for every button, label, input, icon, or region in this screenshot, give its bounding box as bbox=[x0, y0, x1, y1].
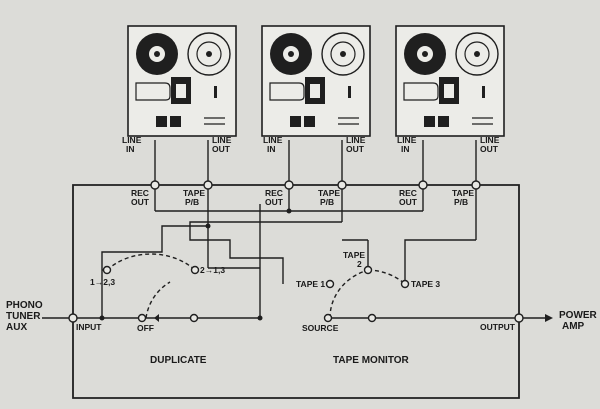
source-label: SOURCE bbox=[302, 323, 339, 333]
tape3-label: TAPE 3 bbox=[411, 279, 440, 289]
duplicate-switch-arc bbox=[106, 253, 196, 322]
tape-monitor-label: TAPE MONITOR bbox=[333, 355, 410, 366]
jacks bbox=[68, 180, 524, 323]
amplifier-frame bbox=[72, 184, 520, 399]
duplicate-label: DUPLICATE bbox=[150, 355, 207, 366]
deck3-tape-pb-jack bbox=[471, 180, 481, 190]
signal-wiring bbox=[42, 140, 553, 322]
dup-1-23-label: 1→2,3 bbox=[90, 277, 115, 287]
tape-deck-1 bbox=[127, 25, 237, 137]
tm-contact-tape3 bbox=[400, 279, 410, 289]
input-jack bbox=[68, 313, 78, 323]
deck2-tape-pb-jack bbox=[337, 180, 347, 190]
tape-deck-3 bbox=[395, 25, 505, 137]
tape-monitor-switch-arc bbox=[329, 269, 406, 319]
sw-contact-mid bbox=[189, 313, 199, 323]
sw-contact-off bbox=[137, 313, 147, 323]
tape1-label: TAPE 1 bbox=[296, 279, 325, 289]
section-labels: DUPLICATE TAPE MONITOR bbox=[150, 355, 410, 366]
tm-contact-mid bbox=[367, 313, 377, 323]
tape-deck-2 bbox=[261, 25, 371, 137]
deck3-rec-out-jack bbox=[418, 180, 428, 190]
tm-contact-tape1 bbox=[325, 279, 335, 289]
deck1-rec-out-jack bbox=[150, 180, 160, 190]
junction-dots bbox=[99, 208, 292, 321]
sw-contact-213 bbox=[190, 265, 200, 275]
output-jack bbox=[514, 313, 524, 323]
deck1-tape-pb-jack bbox=[203, 180, 213, 190]
deck2-rec-out-jack bbox=[284, 180, 294, 190]
sw-contact-123 bbox=[102, 265, 112, 275]
tm-contact-tape2 bbox=[363, 265, 373, 275]
input-label: INPUT bbox=[76, 322, 102, 332]
dup-2-13-label: 2→1,3 bbox=[200, 265, 225, 275]
output-label: OUTPUT bbox=[480, 322, 516, 332]
off-label: OFF bbox=[137, 323, 154, 333]
tm-contact-source bbox=[323, 313, 333, 323]
